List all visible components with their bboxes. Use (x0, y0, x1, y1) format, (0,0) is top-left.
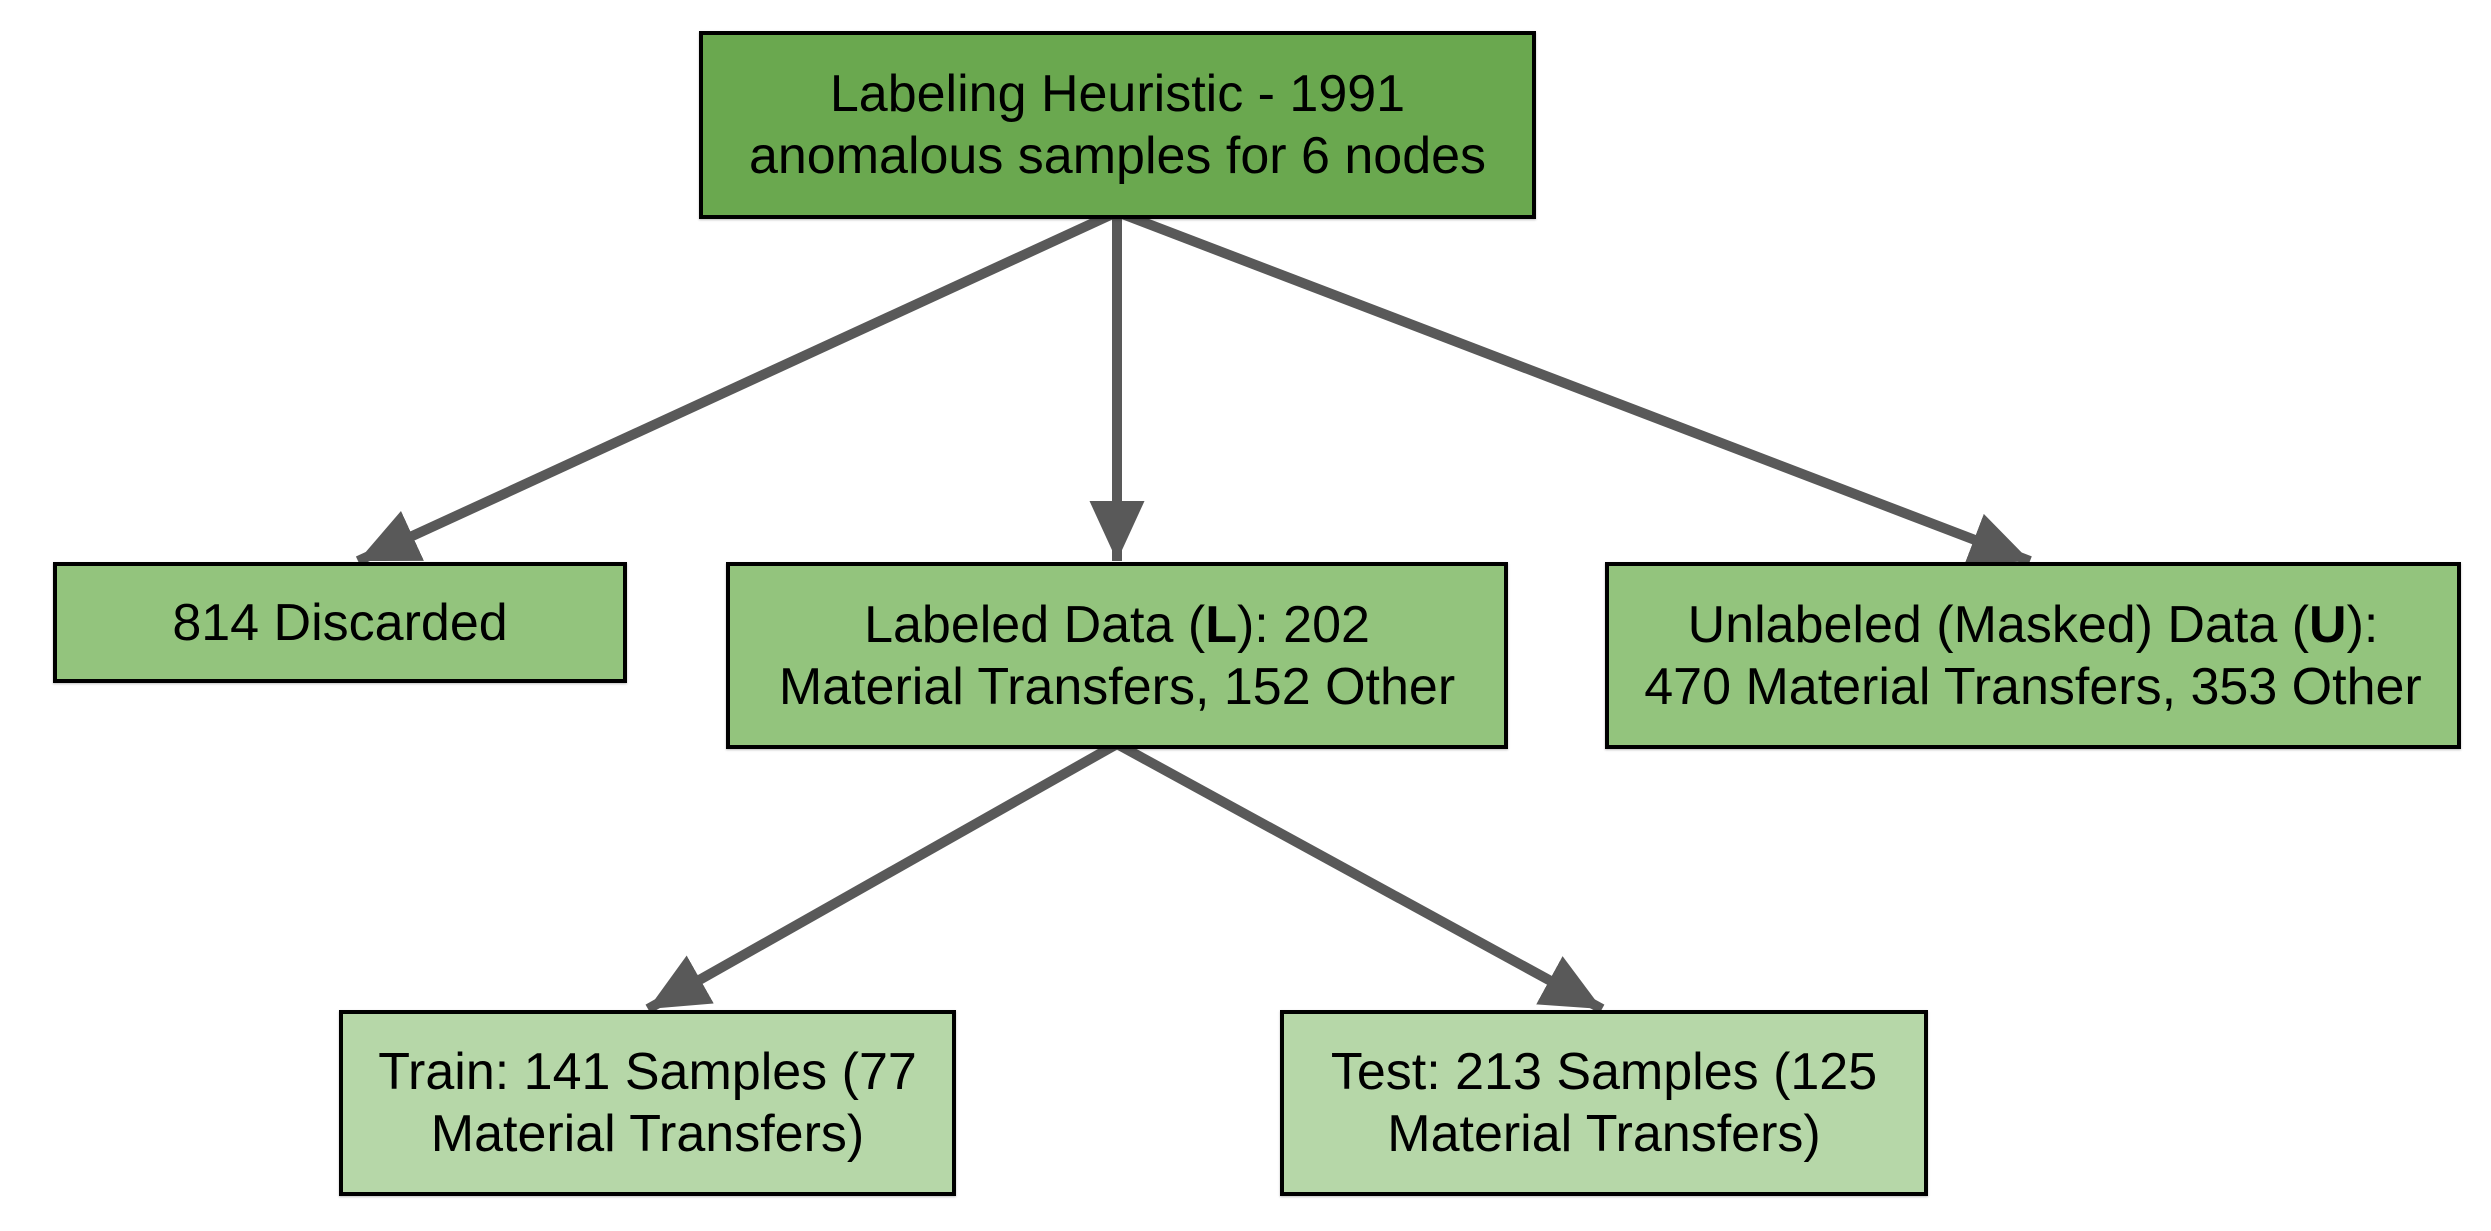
labeled-line1-post: ): 202 (1236, 595, 1370, 654)
node-discarded: 814 Discarded (53, 562, 627, 683)
unlabeled-symbol-U: U (2309, 595, 2347, 654)
arrow-labeled-to-test (1114, 739, 1605, 1014)
node-labeled-data-line2: Material Transfers, 152 Other (778, 657, 1456, 716)
unlabeled-line1-pre: Unlabeled (Masked) Data ( (1687, 595, 2310, 654)
unlabeled-line1-post: ): (2346, 595, 2379, 654)
arrow-labeled-to-train (645, 739, 1120, 1014)
node-train-split-line2: Material Transfers) (430, 1105, 865, 1163)
node-test-split-line2: Material Transfers) (1387, 1105, 1821, 1163)
node-train-split: Train: 141 Samples (77 Material Transfer… (339, 1010, 956, 1196)
node-test-split: Test: 213 Samples (125 Material Transfer… (1280, 1010, 1928, 1196)
labeled-symbol-L: L (1205, 595, 1237, 654)
node-unlabeled-data-line1: Unlabeled (Masked) Data (U): (1688, 594, 2379, 656)
node-train-split-line1: Train: 141 Samples (77 (378, 1043, 917, 1101)
node-labeling-heuristic: Labeling Heuristic - 1991 anomalous samp… (699, 31, 1536, 219)
node-test-split-line1: Test: 213 Samples (125 (1330, 1043, 1878, 1101)
node-labeled-data: Labeled Data (L): 202 Material Transfers… (726, 562, 1508, 749)
node-labeling-heuristic-line1: Labeling Heuristic - 1991 (829, 65, 1406, 123)
arrow-root-to-discarded (355, 207, 1120, 566)
node-labeled-data-line1: Labeled Data (L): 202 (864, 594, 1370, 656)
node-unlabeled-data-line2: 470 Material Transfers, 353 Other (1644, 657, 2422, 716)
arrow-root-to-unlabeled (1115, 207, 2032, 566)
node-discarded-line1: 814 Discarded (172, 593, 508, 652)
labeled-line1-pre: Labeled Data ( (864, 595, 1206, 654)
node-labeling-heuristic-line2: anomalous samples for 6 nodes (748, 127, 1487, 185)
node-unlabeled-data: Unlabeled (Masked) Data (U): 470 Materia… (1605, 562, 2461, 749)
